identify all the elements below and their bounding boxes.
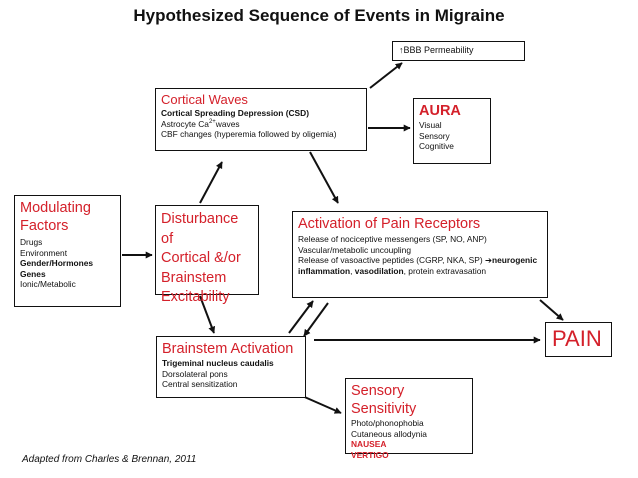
modulating-item: Drugs — [20, 237, 43, 248]
disturbance-line: Brainstem — [161, 269, 227, 286]
modulating-factors-box: Modulating Factors Drugs Environment Gen… — [14, 195, 121, 307]
modulating-item: Gender/Hormones — [20, 258, 94, 269]
pain-receptors-box: Activation of Pain Receptors Release of … — [292, 211, 548, 298]
arrow-pain-receptors-to-brainstem — [303, 302, 329, 337]
cbf-label: CBF changes (hyperemia followed by olige… — [161, 129, 337, 140]
sensory-item: NAUSEA — [351, 439, 387, 450]
pain-receptors-item: Release of nociceptive messengers (SP, N… — [298, 234, 487, 245]
arrow-pain-receptors-to-pain — [539, 299, 564, 321]
sensory-item: VERTIGO — [351, 449, 389, 460]
pain-heading: PAIN — [552, 326, 602, 351]
page-title: Hypothesized Sequence of Events in Migra… — [133, 6, 505, 25]
disturbance-line: Excitability — [161, 289, 230, 306]
modulating-item: Genes — [20, 268, 46, 279]
disturbance-line: Disturbance of — [161, 211, 239, 247]
aura-heading: AURA — [419, 103, 461, 119]
aura-box: AURA Visual Sensory Cognitive — [413, 98, 491, 164]
csd-label: Cortical Spreading Depression (CSD) — [161, 108, 309, 119]
arrow-waves-to-bbb — [369, 62, 403, 89]
arrow-disturbance-to-waves — [199, 161, 223, 204]
astrocyte-label: Astrocyte Ca2+waves — [161, 118, 240, 129]
sensory-item: Cutaneous allodynia — [351, 428, 427, 439]
modulating-item: Ionic/Metabolic — [20, 279, 76, 290]
arrow-brainstem-to-sensory — [299, 394, 342, 414]
brainstem-item: Central sensitization — [162, 379, 238, 390]
pain-receptors-item: inflammation, vasodilation, protein extr… — [298, 265, 487, 276]
arrow-disturbance-to-brainstem — [199, 295, 216, 334]
aura-item: Sensory — [419, 130, 450, 141]
sensory-item: Photo/phonophobia — [351, 418, 424, 429]
aura-item: Visual — [419, 120, 442, 131]
modulating-heading-line1: Modulating — [20, 200, 91, 216]
bbb-permeability-box: ↑BBB Permeability — [392, 41, 525, 61]
pain-receptors-item: Release of vasoactive peptides (CGRP, NK… — [298, 255, 538, 266]
cortical-waves-heading: Cortical Waves — [161, 92, 248, 107]
sensory-heading: Sensory Sensitivity — [351, 383, 417, 418]
sensory-sensitivity-box: Sensory Sensitivity Photo/phonophobia Cu… — [345, 378, 473, 460]
disturbance-box: Disturbance of Cortical &/or Brainstem E… — [155, 205, 259, 305]
right-arrow-icon: ➔ — [484, 255, 493, 266]
cortical-waves-box: Cortical Waves Cortical Spreading Depres… — [155, 88, 367, 151]
brainstem-item: Trigeminal nucleus caudalis — [162, 358, 274, 369]
arrow-brainstem-to-pain-receptors — [288, 300, 314, 334]
disturbance-line: Cortical &/or — [161, 250, 241, 267]
brainstem-item: Dorsolateral pons — [162, 368, 228, 379]
pain-receptors-heading: Activation of Pain Receptors — [298, 216, 481, 232]
brainstem-heading: Brainstem Activation — [162, 341, 294, 357]
up-arrow-icon: ↑ — [399, 45, 404, 55]
pain-receptors-item: Vascular/metabolic uncoupling — [298, 244, 411, 255]
brainstem-activation-box: Brainstem Activation Trigeminal nucleus … — [156, 336, 306, 398]
modulating-heading-line2: Factors — [20, 218, 69, 235]
aura-item: Cognitive — [419, 141, 454, 152]
pain-box: PAIN — [545, 322, 612, 357]
arrow-waves-to-pain-receptors — [309, 151, 339, 204]
modulating-item: Environment — [20, 247, 68, 258]
bbb-permeability-label: BBB Permeability — [403, 45, 474, 55]
citation-footer: Adapted from Charles & Brennan, 2011 — [22, 454, 197, 465]
